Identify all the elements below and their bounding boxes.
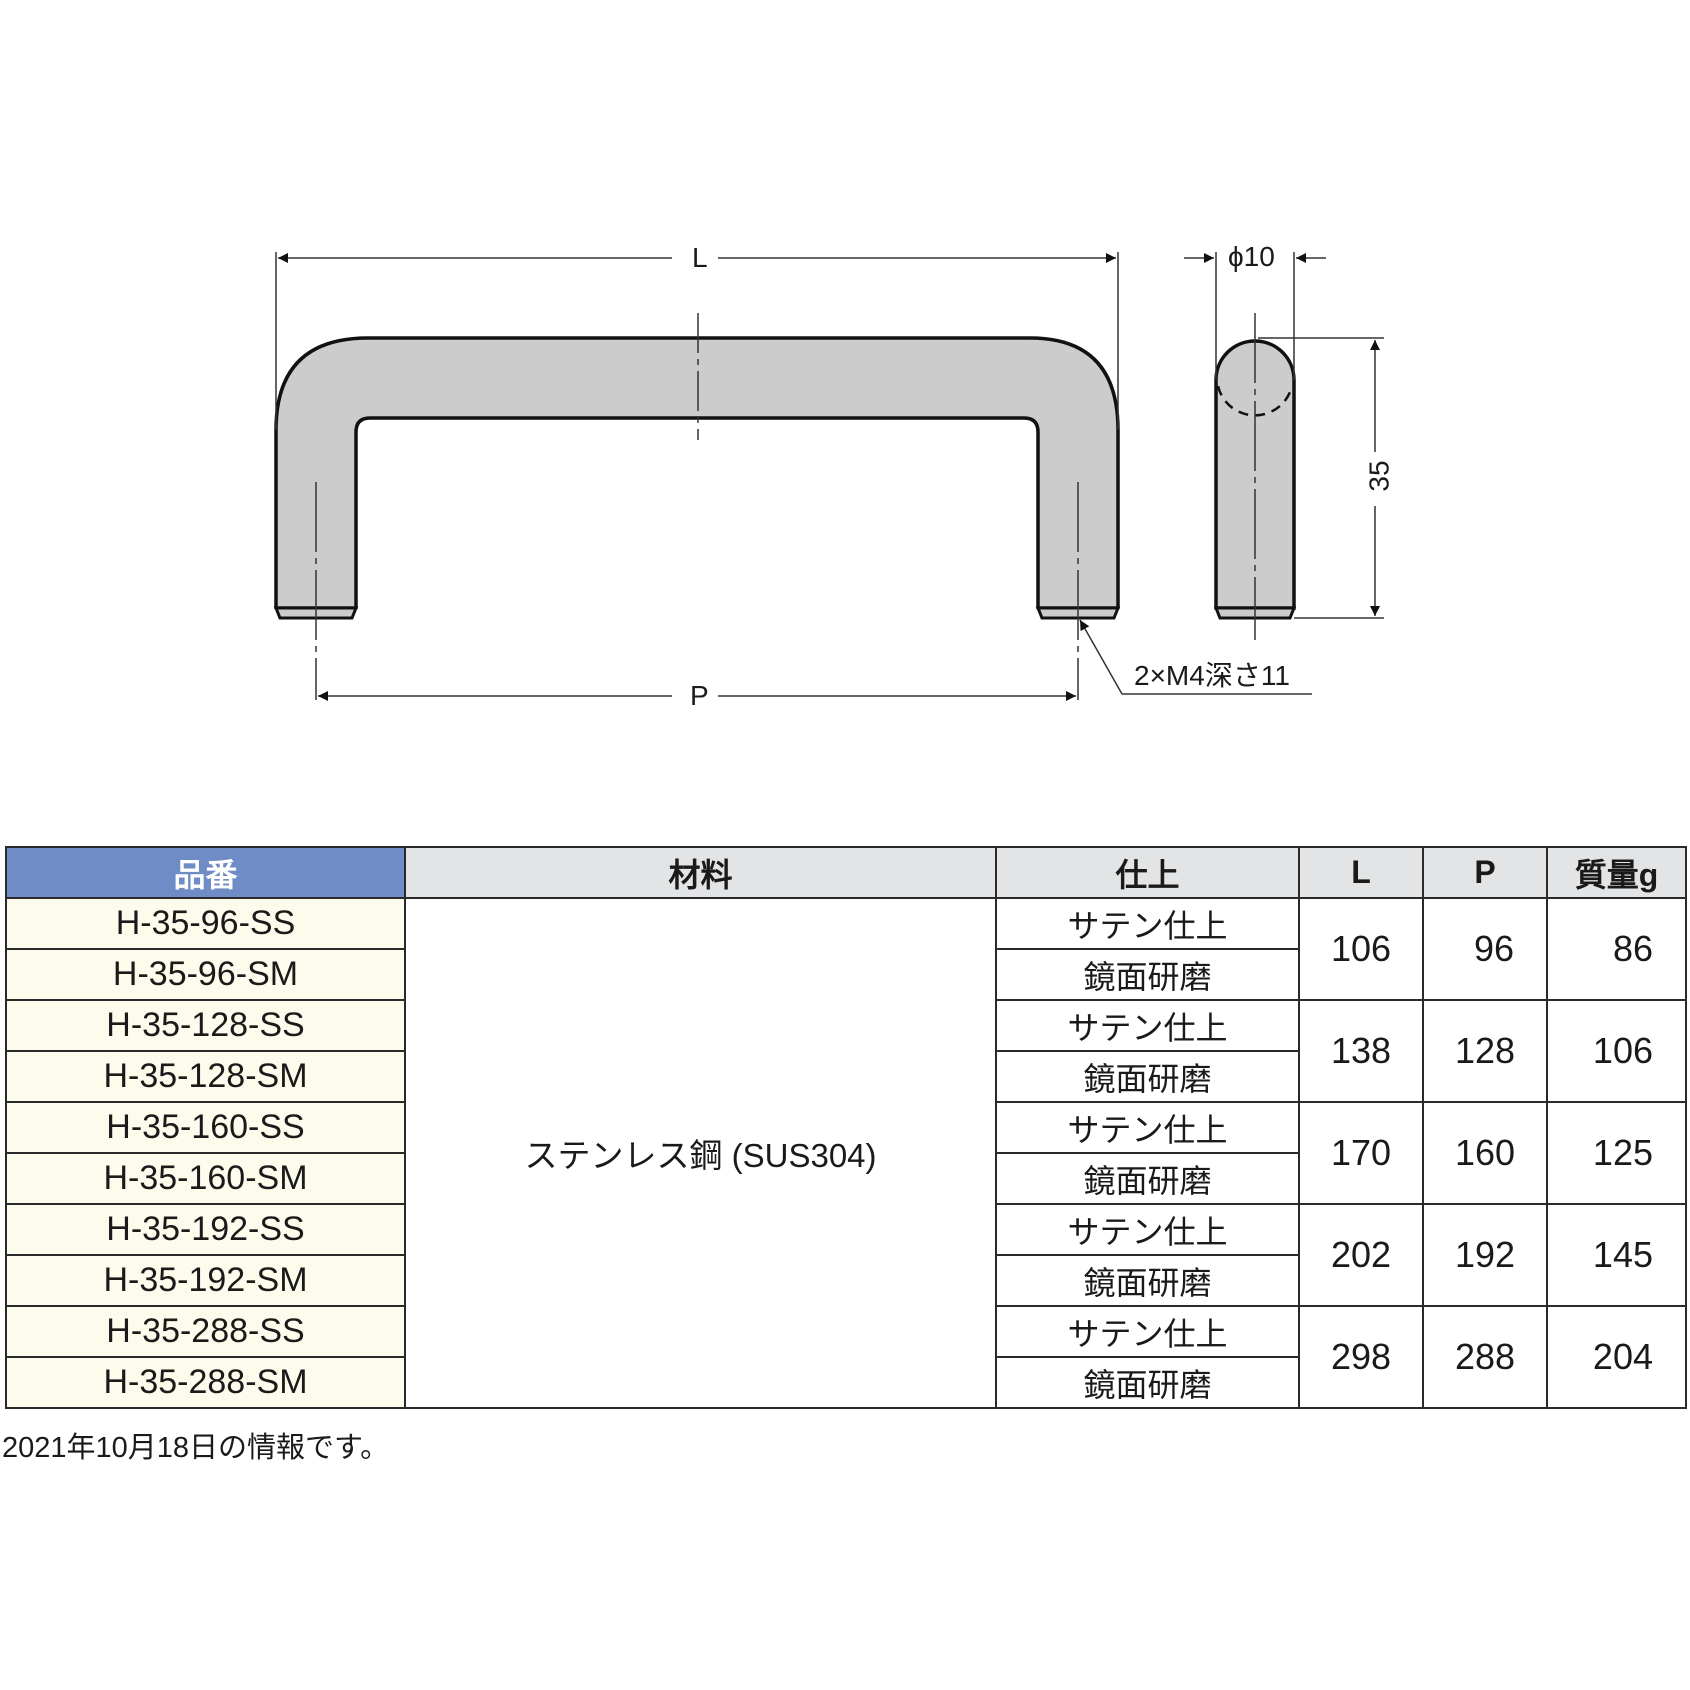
L-value: 202 bbox=[1298, 1203, 1424, 1307]
part-number: H-35-192-SS bbox=[5, 1203, 406, 1256]
finish-cell: 鏡面研磨 bbox=[995, 1356, 1300, 1409]
table-header-row: 品番 材料 仕上 L P 質量g bbox=[5, 846, 1687, 899]
table-row: H-35-160-SS サテン仕上 170 160 125 bbox=[5, 1101, 1687, 1205]
L-value: 298 bbox=[1298, 1305, 1424, 1409]
header-L: L bbox=[1298, 846, 1424, 899]
table-row: H-35-96-SM 鏡面研磨 bbox=[5, 948, 1686, 1001]
table-row: H-35-288-SS サテン仕上 298 288 204 bbox=[5, 1305, 1687, 1409]
part-number: H-35-160-SM bbox=[5, 1152, 406, 1205]
header-part-no: 品番 bbox=[5, 846, 406, 899]
finish-cell: 鏡面研磨 bbox=[995, 948, 1300, 1001]
finish-cell: サテン仕上 bbox=[995, 1101, 1300, 1154]
finish-cell: サテン仕上 bbox=[995, 1203, 1300, 1256]
part-number: H-35-128-SS bbox=[5, 999, 406, 1052]
part-number: H-35-192-SM bbox=[5, 1254, 406, 1307]
front-view bbox=[273, 252, 1312, 701]
part-number: H-35-96-SS bbox=[5, 897, 406, 950]
side-profile bbox=[1214, 339, 1296, 610]
finish-cell: サテン仕上 bbox=[995, 897, 1300, 950]
dim-P-label: P bbox=[686, 682, 713, 710]
thread-note: 2×M4深さ11 bbox=[1134, 660, 1290, 691]
finish-cell: 鏡面研磨 bbox=[995, 1254, 1300, 1307]
finish-cell: 鏡面研磨 bbox=[995, 1050, 1300, 1103]
P-value: 128 bbox=[1422, 999, 1548, 1103]
header-mass: 質量g bbox=[1546, 846, 1687, 899]
table-row: H-35-128-SM 鏡面研磨 bbox=[5, 1050, 1686, 1103]
P-value: 192 bbox=[1422, 1203, 1548, 1307]
part-number: H-35-160-SS bbox=[5, 1101, 406, 1154]
part-number: H-35-288-SS bbox=[5, 1305, 406, 1358]
finish-cell: 鏡面研磨 bbox=[995, 1152, 1300, 1205]
P-value: 288 bbox=[1422, 1305, 1548, 1409]
mass-value: 204 bbox=[1546, 1305, 1687, 1409]
table-row: H-35-128-SS サテン仕上 138 128 106 bbox=[5, 999, 1687, 1103]
table-row: H-35-96-SS ステンレス鋼 (SUS304) サテン仕上 106 96 … bbox=[5, 897, 1687, 1409]
header-finish: 仕上 bbox=[995, 846, 1300, 899]
mass-value: 125 bbox=[1546, 1101, 1687, 1205]
diameter-label: ϕ10 bbox=[1226, 241, 1277, 272]
header-P: P bbox=[1422, 846, 1548, 899]
handle-drawing-svg bbox=[273, 252, 1384, 701]
table-row: H-35-192-SM 鏡面研磨 bbox=[5, 1254, 1686, 1307]
info-date-footnote: 2021年10月18日の情報です。 bbox=[2, 1432, 390, 1464]
part-number: H-35-288-SM bbox=[5, 1356, 406, 1409]
spec-table: 品番 材料 仕上 L P 質量g H-35-96-SS ステンレス鋼 (SUS3… bbox=[5, 846, 1687, 1409]
height-35-label: 35 bbox=[1363, 458, 1395, 494]
L-value: 106 bbox=[1298, 897, 1424, 1001]
mass-value: 106 bbox=[1546, 999, 1687, 1103]
header-material: 材料 bbox=[404, 846, 997, 899]
technical-drawing: L P 2×M4深さ11 ϕ10 35 bbox=[0, 0, 1690, 760]
mass-value: 86 bbox=[1546, 897, 1687, 1001]
part-number: H-35-96-SM bbox=[5, 948, 406, 1001]
finish-cell: サテン仕上 bbox=[995, 999, 1300, 1052]
P-value: 160 bbox=[1422, 1101, 1548, 1205]
table-row: H-35-160-SM 鏡面研磨 bbox=[5, 1152, 1686, 1205]
part-number: H-35-128-SM bbox=[5, 1050, 406, 1103]
material-cell: ステンレス鋼 (SUS304) bbox=[404, 897, 997, 1409]
mass-value: 145 bbox=[1546, 1203, 1687, 1307]
side-view bbox=[1184, 252, 1384, 640]
P-value: 96 bbox=[1422, 897, 1548, 1001]
dim-L-label: L bbox=[688, 244, 712, 272]
L-value: 170 bbox=[1298, 1101, 1424, 1205]
table-row: H-35-288-SM 鏡面研磨 bbox=[5, 1356, 1686, 1409]
L-value: 138 bbox=[1298, 999, 1424, 1103]
finish-cell: サテン仕上 bbox=[995, 1305, 1300, 1358]
handle-body bbox=[274, 336, 1120, 610]
table-row: H-35-192-SS サテン仕上 202 192 145 bbox=[5, 1203, 1687, 1307]
